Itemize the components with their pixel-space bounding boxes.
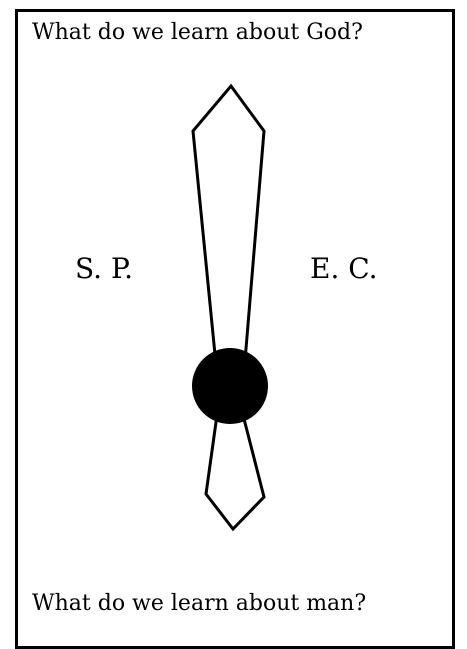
compass-needle-diagram bbox=[0, 0, 467, 619]
upper-needle bbox=[193, 86, 264, 385]
bottom-question: What do we learn about man? bbox=[32, 593, 366, 615]
lower-needle bbox=[206, 415, 264, 529]
pivot-circle bbox=[192, 348, 268, 424]
